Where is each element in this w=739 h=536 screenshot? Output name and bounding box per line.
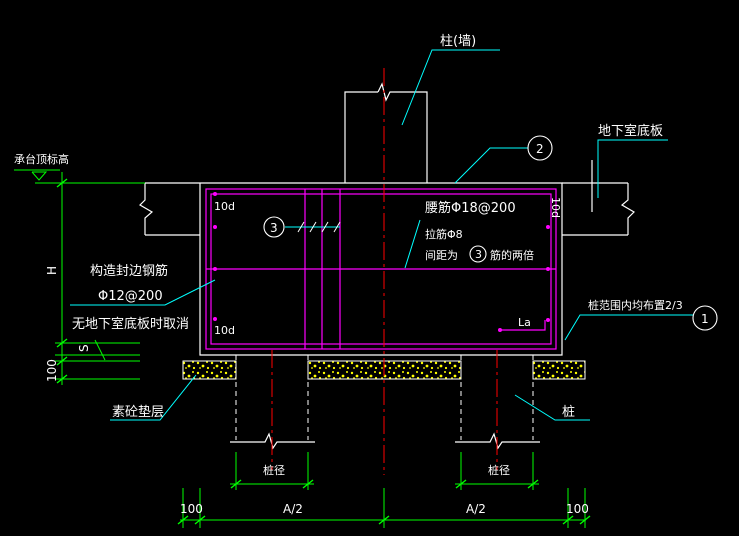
dim-half-a-left: A/2 <box>283 502 303 516</box>
dim-right-100: 100 <box>566 502 589 516</box>
rebar <box>205 188 557 350</box>
label-basement-slab: 地下室底板 <box>598 123 663 139</box>
pile-bottom-lines <box>230 432 540 450</box>
callout3-ticks <box>297 221 341 233</box>
structure-outline <box>139 82 635 356</box>
dim-half-a-right: A/2 <box>466 502 486 516</box>
label-pile-dia-right: 桩径 <box>488 463 510 477</box>
dimension-ticks <box>56 178 591 525</box>
label-10d-top: 10d <box>214 200 235 213</box>
callout-3-right: 3 <box>475 248 482 261</box>
label-construction-rebar-3: 无地下室底板时取消 <box>72 316 189 332</box>
label-pile-dia-left: 桩径 <box>263 463 285 477</box>
rebar-dots <box>213 192 550 332</box>
label-tie-spacing-suffix: 筋的两倍 <box>490 248 534 262</box>
label-s: S <box>77 344 91 352</box>
label-column-wall: 柱(墙) <box>440 34 476 49</box>
leader-lines <box>14 49 693 421</box>
label-100-vertical: 100 <box>45 359 59 382</box>
callout-1: 1 <box>701 312 709 326</box>
dim-left-100: 100 <box>180 502 203 516</box>
label-h: H <box>45 266 59 275</box>
callout-circles <box>263 135 718 331</box>
label-la: La <box>518 316 531 329</box>
label-cushion-layer: 素砼垫层 <box>112 404 164 420</box>
axis-lines <box>271 68 498 475</box>
label-tie-bar: 拉筋Φ8 <box>425 227 463 241</box>
label-10d-bottom: 10d <box>214 324 235 337</box>
callout-2: 2 <box>536 142 544 156</box>
label-pile: 桩 <box>562 405 575 420</box>
label-10d-right: 10d <box>549 197 562 218</box>
label-pile-cap-top: 承台顶标高 <box>14 152 69 166</box>
column-break-mark <box>377 82 392 102</box>
label-construction-rebar-1: 构造封边钢筋 <box>90 263 168 279</box>
label-tie-spacing-prefix: 间距为 <box>425 249 458 262</box>
label-pile-range-note: 桩范围内均布置2/3 <box>588 298 683 312</box>
callout-3-left: 3 <box>270 221 278 235</box>
label-stirrup-main: 腰筋Φ18@200 <box>425 200 516 216</box>
label-construction-rebar-2: Φ12@200 <box>98 289 163 304</box>
